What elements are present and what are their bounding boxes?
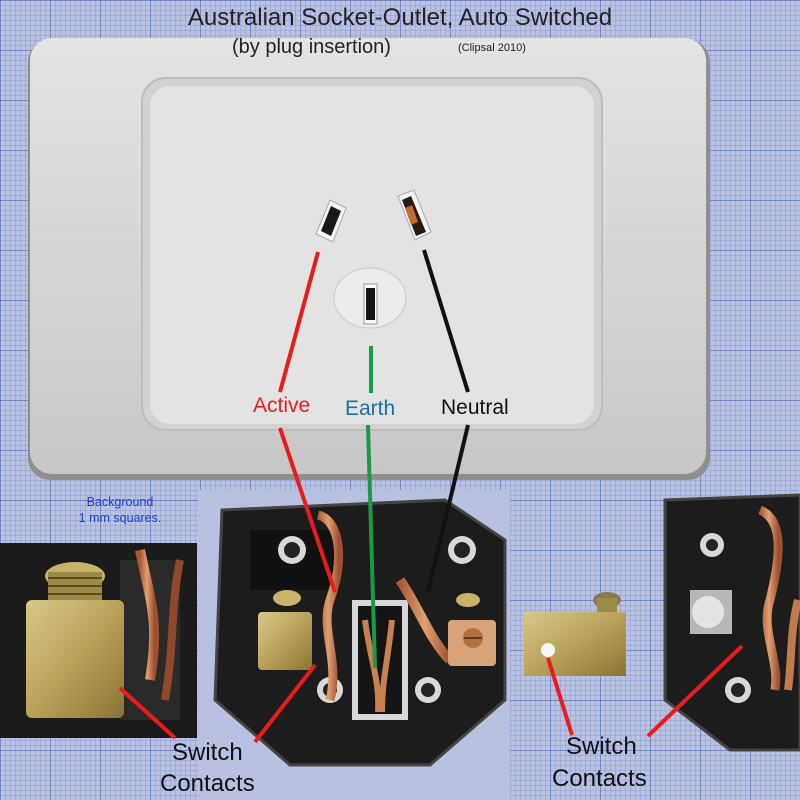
- wall-plate: [28, 38, 710, 480]
- switch-contacts-pointer-right: [646, 644, 744, 738]
- pointer-lines: [118, 249, 744, 744]
- socket-interior-photo-right: [663, 493, 800, 752]
- switch-contact-block: [524, 592, 626, 676]
- active-label: Active: [253, 394, 311, 417]
- switch-contacts-pointer-left-b: [253, 663, 317, 744]
- earth-label: Earth: [345, 397, 396, 420]
- switch-contacts-pointer-left-a: [118, 686, 177, 740]
- background-note-line-2: 1 mm squares.: [78, 511, 162, 525]
- switch-contacts-label-left-line-1: Switch: [172, 739, 243, 766]
- switch-contacts-label-left-line-2: Contacts: [160, 770, 255, 797]
- switch-contacts-label-right-line-1: Switch: [566, 733, 637, 760]
- switch-contacts-label-right-line-2: Contacts: [552, 765, 647, 792]
- active-pointer-top: [278, 251, 320, 393]
- active-pointer-bottom: [278, 427, 337, 593]
- diagram-title: Australian Socket-Outlet, Auto Switched: [187, 4, 613, 31]
- photo-credit: (Clipsal 2010): [458, 42, 526, 54]
- neutral-pointer-top: [422, 249, 470, 393]
- neutral-pointer-bottom: [426, 424, 470, 593]
- active-slot: [315, 199, 347, 243]
- background-note-line-1: Background: [86, 495, 154, 509]
- switch-contacts-pointer-center: [546, 657, 574, 736]
- background-note: Background 1 mm squares.: [40, 494, 200, 526]
- closeup-photo-left: [0, 543, 197, 738]
- neutral-label: Neutral: [441, 396, 509, 419]
- socket-interior-photo: [198, 490, 510, 800]
- earth-pointer-bottom: [366, 424, 377, 669]
- earth-slot: [333, 267, 407, 329]
- neutral-slot: [397, 189, 432, 241]
- diagram-subtitle: (by plug insertion): [232, 36, 391, 58]
